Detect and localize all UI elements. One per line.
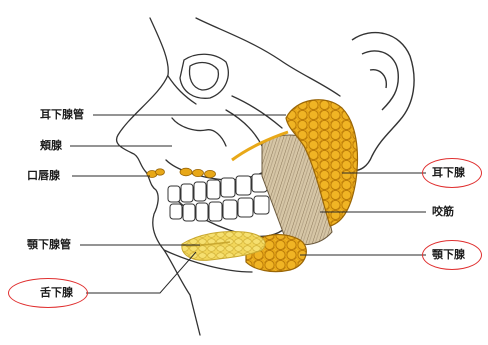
ear <box>352 33 414 171</box>
label-labial-glands: 口唇腺 <box>27 169 60 182</box>
teeth <box>168 174 269 221</box>
label-submandibular-duct: 顎下腺管 <box>27 238 71 251</box>
highlight-circle-sublingual <box>8 278 88 308</box>
highlight-circle-parotid <box>422 158 482 188</box>
label-parotid-duct: 耳下腺管 <box>40 108 84 121</box>
label-masseter: 咬筋 <box>432 205 454 218</box>
buccal-glands <box>180 168 216 177</box>
highlight-circle-submandibular <box>422 240 482 270</box>
label-buccal-glands: 頬腺 <box>40 139 62 152</box>
